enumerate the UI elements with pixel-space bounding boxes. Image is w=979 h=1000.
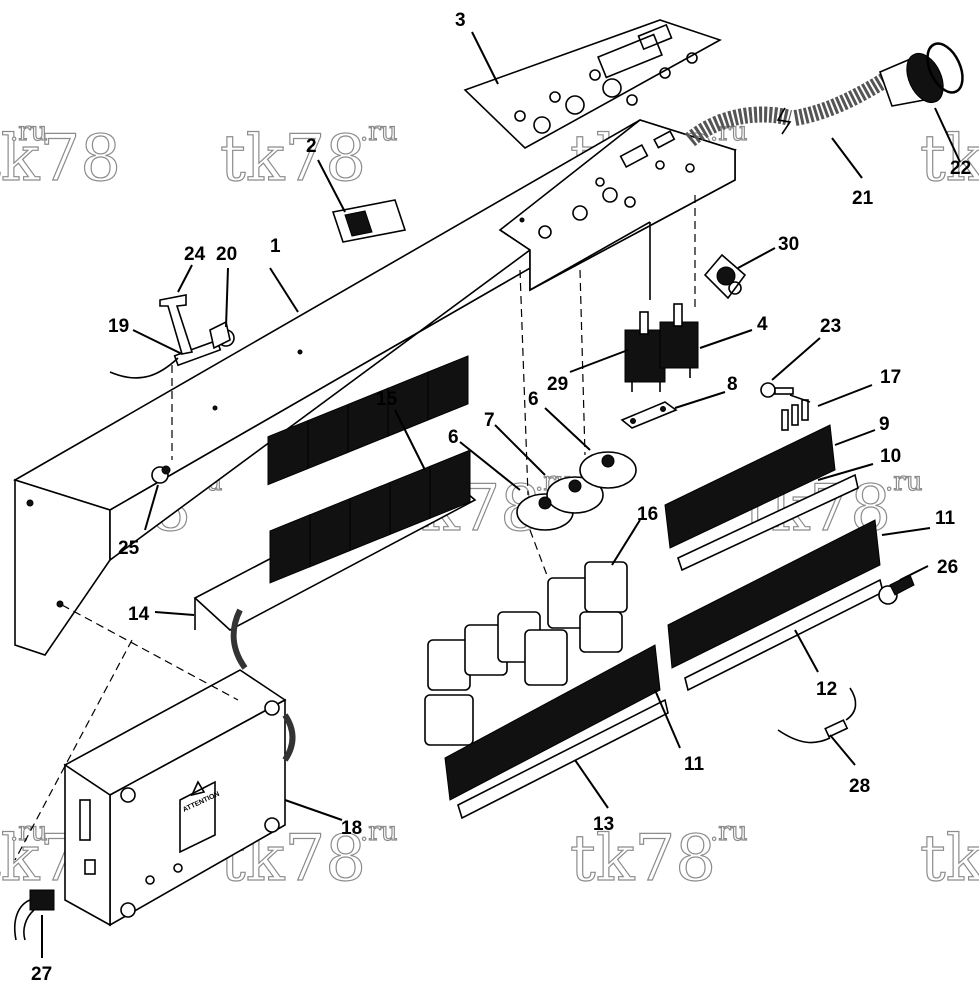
lamp-socket [703,253,747,300]
svg-text:.ru: .ru [360,817,397,847]
relay-sockets [516,451,637,531]
callout-7: 7 [484,410,495,431]
callout-3: 3 [455,10,466,31]
gasket-plate [463,19,722,149]
svg-text:tk78: tk78 [570,822,716,896]
svg-text:tk78: tk78 [0,122,121,196]
svg-text:tk78: tk78 [220,122,366,196]
svg-text:.ru: .ru [885,467,922,497]
strap-bracket [620,401,678,429]
wire-connector [14,889,55,941]
svg-text:tk78: tk78 [220,822,366,896]
leader-lines [41,31,961,958]
main-panel [13,119,737,656]
svg-text:.ru: .ru [360,117,397,147]
svg-text:.ru: .ru [10,117,47,147]
callout-13: 13 [593,814,614,835]
control-box: ATTENTION [63,608,296,927]
watermark: tk78 [919,121,979,196]
callout-23: 23 [820,316,841,337]
callout-18: 18 [341,818,362,839]
resistors [760,382,811,431]
callout-12: 12 [816,679,837,700]
callout-19: 19 [108,316,129,337]
callout-30: 30 [778,234,799,255]
watermark: tk78 .ru [219,816,398,896]
callout-20: 20 [216,244,237,265]
callout-4: 4 [757,314,768,335]
svg-text:tk78: tk78 [920,822,979,896]
callout-10: 10 [880,446,901,467]
terminal-strip-upper [664,424,859,572]
callout-8: 8 [727,374,738,395]
relay-row-bottom [269,449,471,584]
callout-6b: 6 [528,389,539,410]
svg-text:.ru: .ru [10,817,47,847]
watermark: tk78 .ru [219,116,398,196]
fuse-lead [777,687,857,744]
cable-harness [684,73,890,147]
callout-26: 26 [937,557,958,578]
relay-bank [193,355,477,631]
svg-text:.ru: .ru [710,817,747,847]
callout-29: 29 [547,374,568,395]
callout-15: 15 [376,389,398,410]
round-connector [878,42,964,107]
callout-9: 9 [879,414,890,435]
cable-clamp [878,574,915,605]
svg-text:tk78: tk78 [920,122,979,196]
watermark: tk78 .ru [569,816,748,896]
callout-6a: 6 [448,427,459,448]
callout-1: 1 [270,236,281,257]
callout-25: 25 [118,538,140,559]
watermark: tk78 [919,821,979,896]
callout-21: 21 [852,188,874,209]
left-hardware [109,294,235,484]
callout-14: 14 [128,604,150,625]
callout-24: 24 [184,244,206,265]
callout-11a: 11 [935,508,956,529]
callout-11b: 11 [684,754,705,775]
terminal-strip-lower [444,644,669,820]
callout-28: 28 [849,776,870,797]
panel-holes [26,130,695,608]
callout-17: 17 [880,367,901,388]
callout-labels: 1 2 3 4 6 6 7 8 9 10 11 11 12 13 14 15 1… [31,10,971,985]
callout-16: 16 [637,504,658,525]
watermark: tk78 .ru [0,116,122,196]
relays-loose [424,561,628,746]
callout-27: 27 [31,964,52,985]
circuit-breakers [624,303,699,392]
decal-plate [331,199,407,243]
relay-row-top [267,355,469,486]
callout-22: 22 [950,158,971,179]
callout-2: 2 [306,136,317,157]
